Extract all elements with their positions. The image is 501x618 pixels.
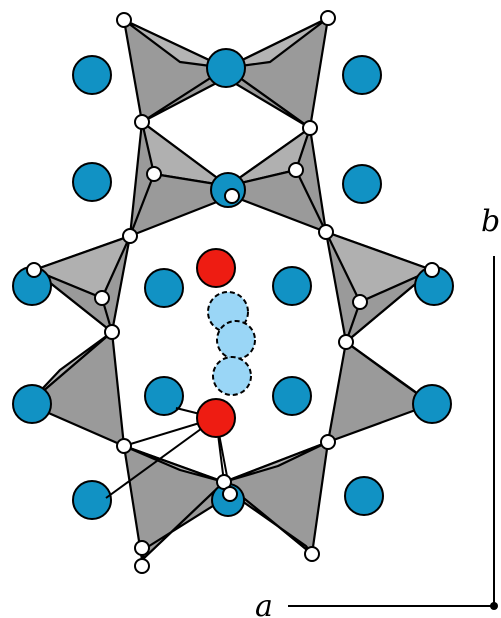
oxygen-atom [134, 558, 150, 574]
tetrahedron-shade [224, 16, 330, 70]
tetrahedron-shade [26, 330, 114, 406]
guest-atoms [196, 248, 236, 438]
guest-atom-top [196, 248, 236, 288]
bond-line [105, 417, 217, 499]
guest-atom-bottom [196, 398, 236, 438]
cation-atom [344, 476, 384, 516]
oxygen-atom [288, 162, 304, 178]
oxygen-atom [134, 114, 150, 130]
tetrahedron-shade [122, 444, 226, 484]
disordered-positions [207, 291, 256, 396]
cation-atom [272, 376, 312, 416]
oxygen-atom [26, 262, 42, 278]
oxygen-atom [352, 294, 368, 310]
cation-atom [412, 384, 452, 424]
disordered-atom [216, 320, 256, 360]
oxygen-atoms [26, 10, 440, 574]
cation-sites [12, 48, 454, 520]
cation-atom [206, 48, 246, 88]
oxygen-atom [338, 334, 354, 350]
tetrahedron-shade [344, 340, 434, 406]
tetrahedron [344, 268, 434, 344]
oxygen-atom [104, 324, 120, 340]
tetrahedron [32, 268, 114, 334]
oxygen-atom [304, 546, 320, 562]
tetrahedra-framework [26, 16, 434, 562]
oxygen-atom [302, 120, 318, 136]
oxygen-atom [424, 262, 440, 278]
cation-atom [72, 162, 112, 202]
a-axis-label: a [255, 589, 273, 618]
tetrahedron-shade [222, 440, 330, 484]
disordered-atom [212, 356, 252, 396]
tetrahedron-shade [122, 18, 228, 70]
unit-cell-axes: b a [255, 204, 500, 618]
oxygen-atom [134, 540, 150, 556]
cation-atom [272, 266, 312, 306]
b-axis-label: b [481, 204, 500, 239]
oxygen-atom [318, 224, 334, 240]
oxygen-atom [116, 12, 132, 28]
cation-atom [72, 480, 112, 520]
cation-atom [144, 376, 184, 416]
oxygen-atom [222, 486, 238, 502]
oxygen-atom [122, 228, 138, 244]
cation-atom [342, 55, 382, 95]
axis-origin-dot [490, 602, 498, 610]
oxygen-atom [320, 434, 336, 450]
oxygen-atom [146, 166, 162, 182]
oxygen-atom [320, 10, 336, 26]
cation-atom [72, 55, 112, 95]
oxygen-atom [94, 290, 110, 306]
cation-atom [12, 384, 52, 424]
oxygen-atom [116, 438, 132, 454]
cation-atom [342, 164, 382, 204]
cation-atom [144, 268, 184, 308]
oxygen-atom [224, 188, 240, 204]
